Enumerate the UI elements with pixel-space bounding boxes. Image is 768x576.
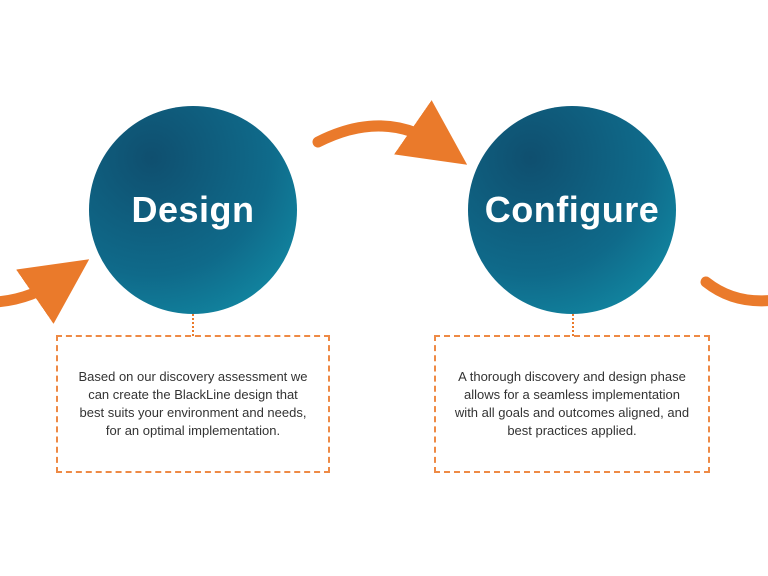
configure-step-circle: Configure <box>468 106 676 314</box>
incoming-arrow <box>0 259 90 324</box>
design-step-circle: Design <box>89 106 297 314</box>
design-description-box: Based on our discovery assessment we can… <box>56 335 330 473</box>
design-to-configure-arrow <box>312 100 468 165</box>
design-connector <box>192 314 194 336</box>
configure-step-title: Configure <box>484 189 660 230</box>
configure-description: A thorough discovery and design phase al… <box>454 369 690 438</box>
configure-description-box: A thorough discovery and design phase al… <box>434 335 710 473</box>
outgoing-arrow <box>700 276 768 307</box>
design-step-title: Design <box>131 189 255 230</box>
design-description: Based on our discovery assessment we can… <box>78 369 308 438</box>
configure-connector <box>572 314 574 336</box>
